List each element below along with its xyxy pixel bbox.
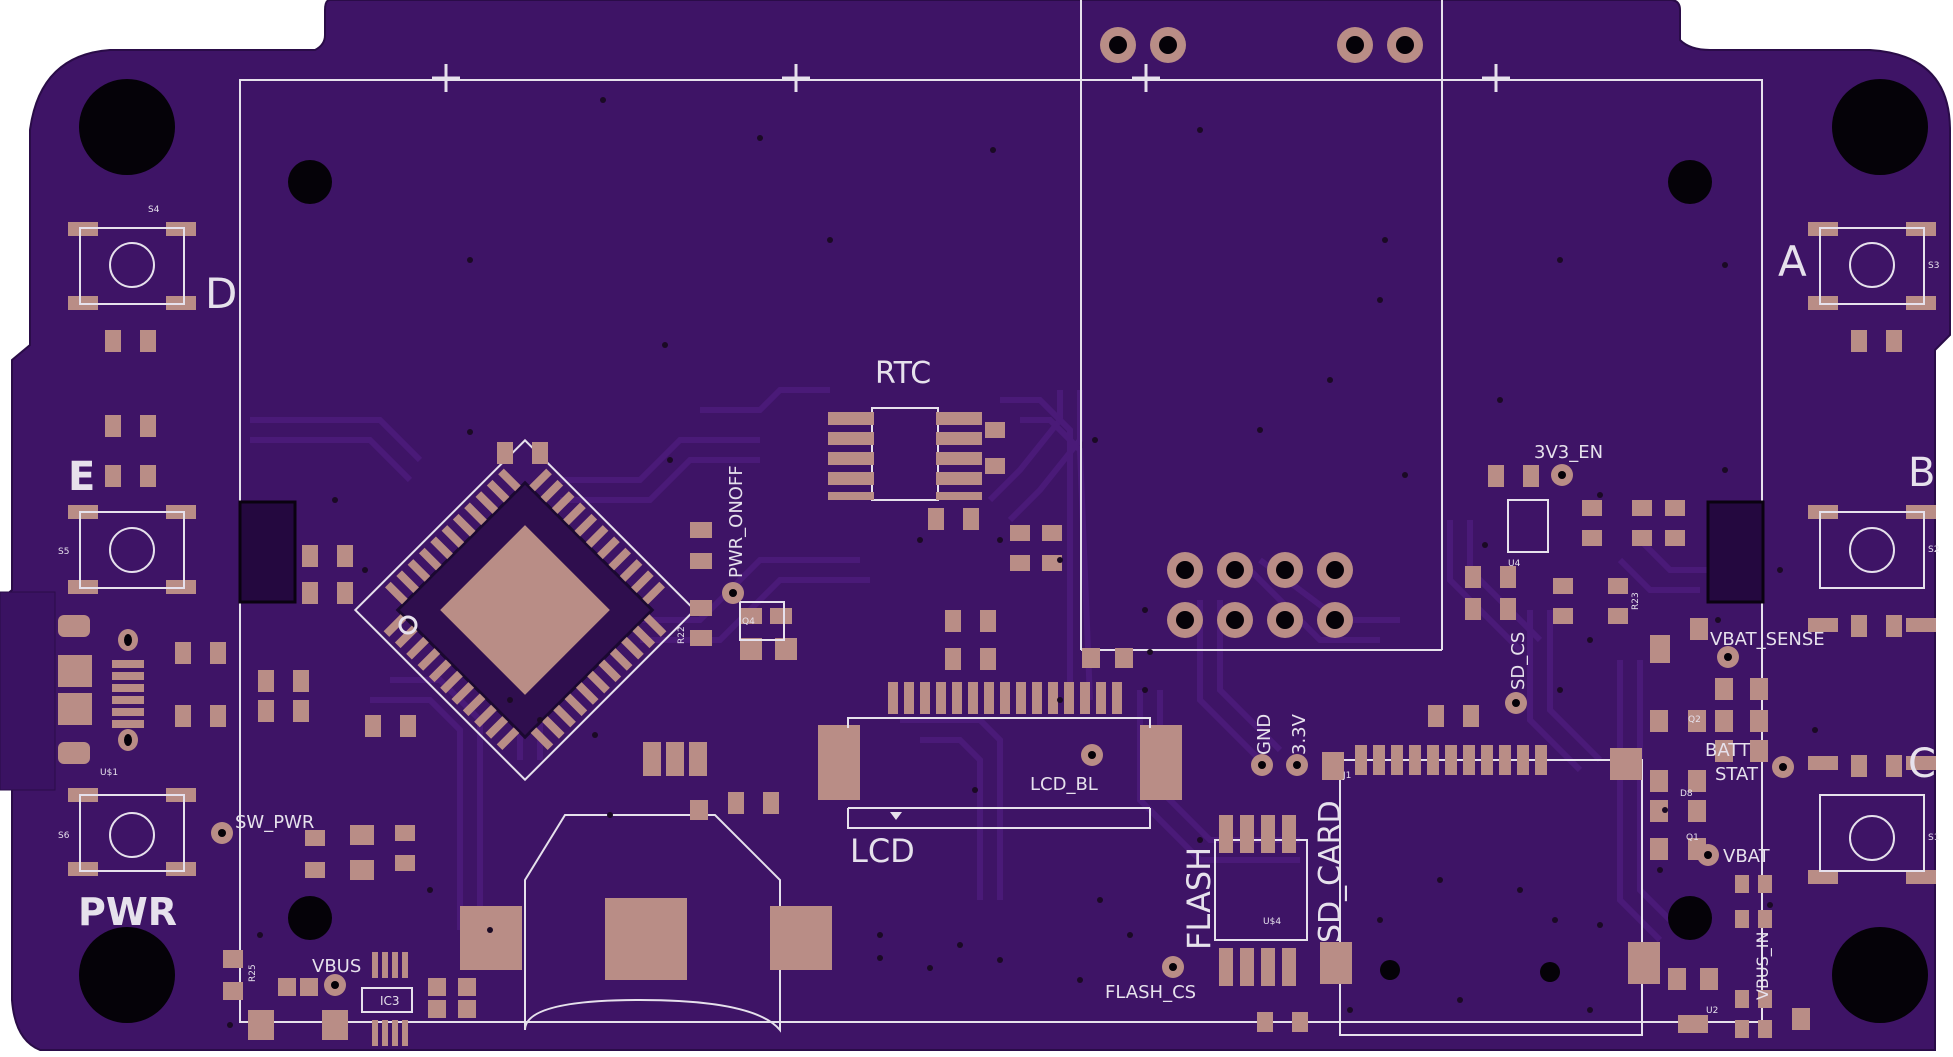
button-s5 <box>68 505 196 594</box>
tp-label-vbat-sense: VBAT_SENSE <box>1710 629 1825 650</box>
test-points <box>211 464 1794 996</box>
silk-labels: RTC LCD FLASH SD_CARD PWR A B C D E IC3 … <box>58 205 1939 1016</box>
refdes-s3: S3 <box>1928 261 1939 271</box>
button-s2 <box>1808 505 1936 632</box>
tp-label-stat: STAT <box>1715 764 1759 785</box>
refdes-q4: Q4 <box>742 617 755 627</box>
refdes-r25: R25 <box>248 964 258 982</box>
tp-label-batt: BATT <box>1705 740 1751 761</box>
sd-card-socket <box>1320 745 1660 1036</box>
refdes-q1: Q1 <box>1686 833 1699 843</box>
button-s6 <box>68 788 196 876</box>
tp-label-vbus-in: VBUS_IN <box>1753 932 1773 1000</box>
tp-label-gnd: GND <box>1254 714 1275 755</box>
header-pads-top <box>1100 27 1423 63</box>
refdes-s6: S6 <box>58 831 70 841</box>
refdes-u-flash: U$4 <box>1263 917 1281 927</box>
mount-hole-bl <box>79 927 175 1023</box>
label-btn-c: C <box>1908 741 1936 787</box>
mount-hole-br <box>1832 927 1928 1023</box>
label-pwr: PWR <box>78 890 177 934</box>
coin-cell-holder <box>460 814 832 1033</box>
label-lcd: LCD <box>850 832 915 870</box>
plus-markers <box>432 64 1510 92</box>
tp-label-sd-cs: SD_CS <box>1508 632 1529 690</box>
refdes-q2: Q2 <box>1688 715 1701 725</box>
flash-chip <box>1214 815 1308 986</box>
label-ic3: IC3 <box>380 994 400 1008</box>
q4-transistor <box>739 601 785 641</box>
mount-hole-tl <box>79 79 175 175</box>
button-s4 <box>68 222 196 310</box>
tp-label-3v3-en: 3V3_EN <box>1534 442 1603 463</box>
refdes-s5: S5 <box>58 547 69 557</box>
refdes-s1: S1 <box>1928 833 1939 843</box>
label-btn-b: B <box>1908 450 1935 496</box>
refdes-u2: U2 <box>1706 1006 1718 1016</box>
label-btn-d: D <box>205 269 237 318</box>
label-sd-card: SD_CARD <box>1313 800 1348 943</box>
ic3-chip <box>361 952 413 1046</box>
tp-label-3v3: 3.3V <box>1289 713 1310 755</box>
button-s3 <box>1808 222 1936 310</box>
refdes-s4: S4 <box>148 205 160 215</box>
mount-hole-tr <box>1832 79 1928 175</box>
refdes-d8: D8 <box>1680 789 1693 799</box>
keepout-right <box>1706 500 1765 604</box>
refdes-u4: U4 <box>1508 559 1521 569</box>
usb-pads <box>58 615 144 764</box>
mcu-chip <box>353 438 697 782</box>
refdes-u1: U$1 <box>100 768 118 778</box>
tp-label-lcd-bl: LCD_BL <box>1030 774 1098 795</box>
refdes-j1: J1 <box>1342 771 1351 781</box>
tp-label-vbat: VBAT <box>1723 846 1771 867</box>
label-btn-e: E <box>68 454 95 500</box>
tp-label-sw-pwr: SW_PWR <box>235 812 314 833</box>
usb-connector <box>0 591 56 791</box>
passive-components <box>105 330 1902 1040</box>
keepout-left <box>238 500 297 604</box>
tp-label-flash-cs: FLASH_CS <box>1105 982 1196 1003</box>
label-btn-a: A <box>1778 237 1807 286</box>
lcd-connector <box>818 682 1182 829</box>
refdes-s2: S2 <box>1928 545 1939 555</box>
tp-label-vbus: VBUS <box>312 956 361 977</box>
header-pads-2x4 <box>1167 552 1353 638</box>
refdes-r23: R23 <box>1631 592 1641 610</box>
button-s1 <box>1808 756 1936 884</box>
tp-label-pwr-onoff: PWR_ONOFF <box>726 465 747 578</box>
label-rtc: RTC <box>875 356 931 391</box>
label-flash: FLASH <box>1180 847 1218 950</box>
refdes-r22: R22 <box>677 626 687 644</box>
u4-regulator <box>1507 499 1549 553</box>
rtc-chip <box>828 407 982 501</box>
mounting-holes <box>79 79 1928 1023</box>
vias <box>227 97 1818 1028</box>
